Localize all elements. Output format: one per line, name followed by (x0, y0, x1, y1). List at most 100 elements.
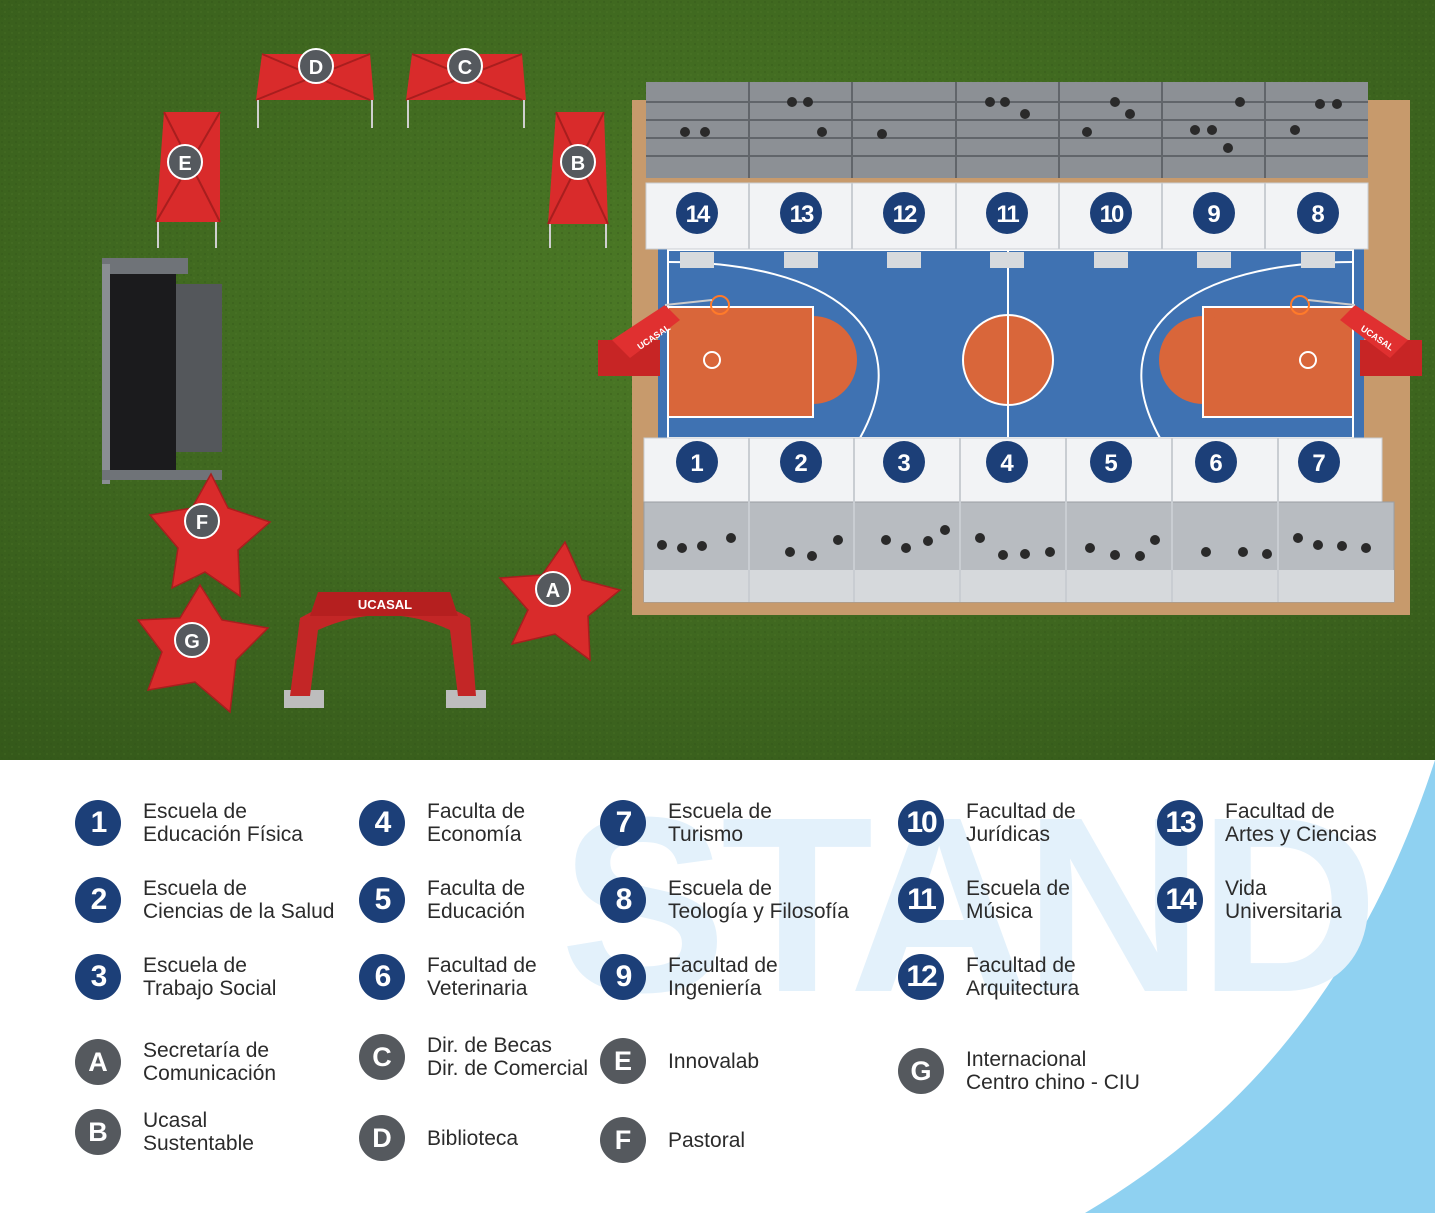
legend-badge: 11 (898, 877, 944, 923)
stand-marker-14[interactable]: 14 (676, 192, 718, 234)
stand-watermark: STAND (560, 765, 1379, 1044)
stand-marker-9[interactable]: 9 (1193, 192, 1235, 234)
arch-brand: UCASAL (358, 597, 412, 612)
legend-label-line: Veterinaria (427, 977, 528, 1000)
svg-text:5: 5 (1104, 450, 1117, 477)
stand-marker-7[interactable]: 7 (1298, 441, 1340, 483)
svg-text:7: 7 (1312, 450, 1325, 477)
svg-text:13: 13 (790, 201, 814, 228)
svg-text:3: 3 (897, 450, 910, 477)
tent-d[interactable]: D (255, 48, 374, 128)
svg-text:14: 14 (686, 201, 711, 228)
legend-label-line: Facultad de (1225, 800, 1335, 823)
svg-text:F: F (196, 512, 208, 534)
svg-text:2: 2 (794, 450, 807, 477)
tent-g[interactable]: G (136, 583, 270, 714)
legend-label-line: Faculta de (427, 800, 526, 823)
legend-label: Innovalab (668, 1050, 759, 1073)
tent-f[interactable]: F (148, 472, 272, 598)
stand-marker-10[interactable]: 10 (1090, 192, 1132, 234)
tent-a[interactable]: A (498, 540, 622, 662)
legend-label-line: Internacional (966, 1048, 1087, 1071)
stand-marker-1[interactable]: 1 (676, 441, 718, 483)
tent-b[interactable]: B (547, 111, 609, 248)
legend-label-line: Centro chino - CIU (966, 1071, 1140, 1094)
legend-label: Biblioteca (427, 1127, 518, 1150)
legend-label-line: Escuela de (966, 877, 1070, 900)
venue-map: UCASAL UCASAL (0, 0, 1435, 760)
legend-badge: 2 (75, 877, 121, 923)
legend-label-line: Secretaría de (143, 1039, 270, 1062)
legend-badge: 10 (898, 800, 944, 846)
svg-text:E: E (178, 153, 191, 175)
legend-badge: 7 (600, 800, 646, 846)
svg-text:A: A (546, 580, 560, 602)
stand-marker-12[interactable]: 12 (883, 192, 925, 234)
legend-badge: 9 (600, 954, 646, 1000)
stand-marker-3[interactable]: 3 (883, 441, 925, 483)
legend-badge: D (359, 1115, 405, 1161)
legend-label-line: Economía (427, 823, 522, 846)
svg-text:1: 1 (690, 450, 703, 477)
inflatable-arch: UCASAL (284, 592, 486, 708)
tent-c[interactable]: C (405, 48, 526, 128)
legend-item-d: D Biblioteca (359, 1110, 518, 1166)
legend-badge: F (600, 1117, 646, 1163)
svg-text:6: 6 (1209, 450, 1222, 477)
legend-label-line: Universitaria (1225, 900, 1342, 923)
legend-badge: A (75, 1039, 121, 1085)
stand-marker-2[interactable]: 2 (780, 441, 822, 483)
legend-badge: 14 (1157, 877, 1203, 923)
legend-label-line: Dir. de Becas (427, 1034, 552, 1057)
svg-text:12: 12 (893, 201, 917, 228)
legend-label-line: Turismo (668, 823, 744, 846)
tent-e[interactable]: E (155, 111, 221, 248)
stand-marker-6[interactable]: 6 (1195, 441, 1237, 483)
legend-label-line: Sustentable (143, 1132, 254, 1155)
legend-label-line: Ucasal (143, 1109, 208, 1132)
svg-text:8: 8 (1311, 201, 1324, 228)
stand-marker-4[interactable]: 4 (986, 441, 1028, 483)
stage (102, 258, 222, 484)
legend-badge: 8 (600, 877, 646, 923)
legend-label-line: Artes y Ciencias (1225, 823, 1377, 846)
legend-label-line: Trabajo Social (143, 977, 277, 1000)
stand-marker-13[interactable]: 13 (780, 192, 822, 234)
legend-label-line: Escuela de (668, 877, 772, 900)
legend-label-line: Facultad de (966, 800, 1076, 823)
svg-text:D: D (309, 57, 323, 79)
stand-marker-8[interactable]: 8 (1297, 192, 1339, 234)
stand-marker-11[interactable]: 11 (986, 192, 1028, 234)
legend-label-line: Educación (427, 900, 526, 923)
svg-text:C: C (458, 57, 472, 79)
bottom-stands: 1 2 3 4 5 6 7 (643, 437, 1395, 603)
svg-text:B: B (571, 153, 585, 175)
svg-text:10: 10 (1100, 201, 1124, 228)
stand-marker-5[interactable]: 5 (1090, 441, 1132, 483)
